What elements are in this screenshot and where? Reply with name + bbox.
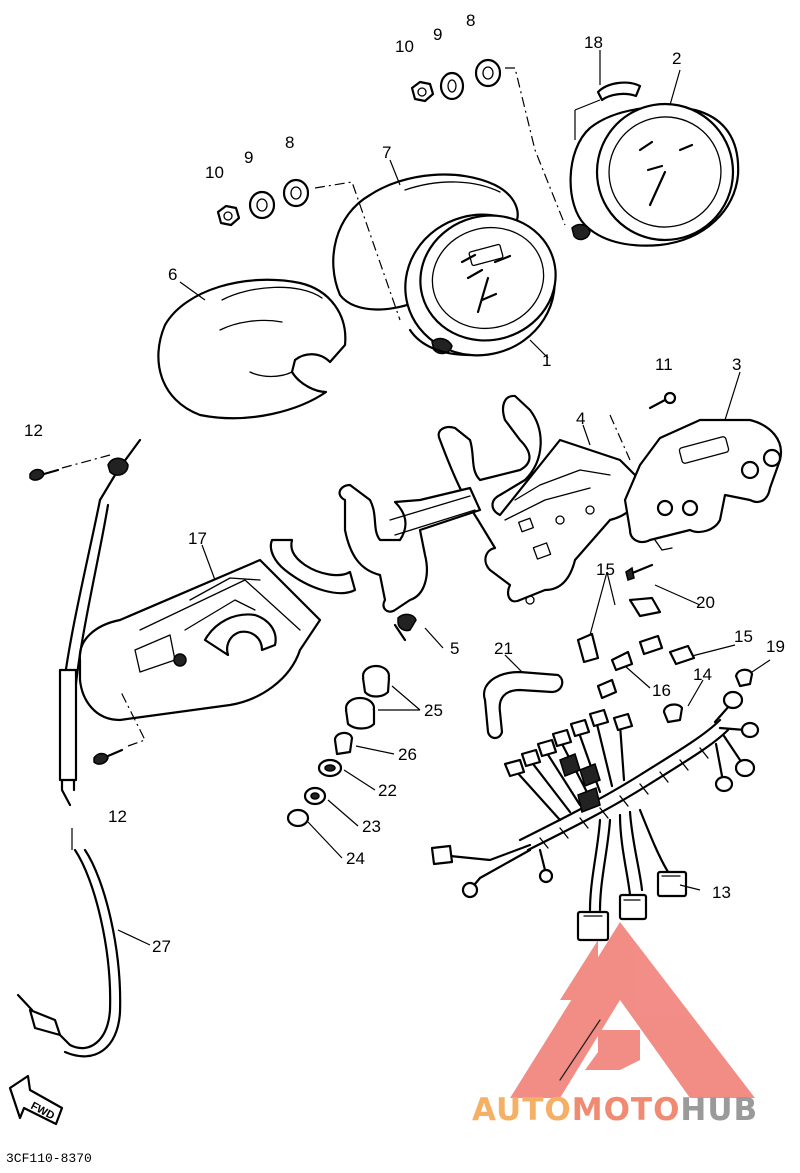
part-label: 19 <box>766 637 785 656</box>
washer-9-lower <box>248 190 276 220</box>
grommet-22 <box>317 758 343 778</box>
part-label: 21 <box>494 639 513 658</box>
part-label: 14 <box>693 665 712 684</box>
socket-16 <box>596 634 664 700</box>
nut-10-upper <box>410 80 435 103</box>
part-label: 22 <box>378 781 397 800</box>
socket-15-b <box>668 644 696 666</box>
part-label: 6 <box>168 265 177 284</box>
watermark-hub: HUB <box>680 1092 758 1128</box>
bulb-26 <box>333 731 354 756</box>
part-label: 13 <box>712 883 731 902</box>
part-label: 3 <box>732 355 741 374</box>
part-label: 17 <box>188 529 207 548</box>
part-label: 5 <box>450 639 459 658</box>
indicator-panel <box>623 418 783 551</box>
part-label: 27 <box>152 937 171 956</box>
part-label: 23 <box>362 817 381 836</box>
wire-harness <box>430 690 760 942</box>
socket-15-a <box>576 596 662 664</box>
part-label: 16 <box>652 681 671 700</box>
watermark-logo-icon <box>510 922 755 1098</box>
meter-housing-lower <box>78 558 322 722</box>
part-label: 2 <box>672 49 681 68</box>
bulb-socket-25-a <box>361 664 391 698</box>
fwd-arrow-icon <box>8 1074 64 1126</box>
part-label: 10 <box>205 163 224 182</box>
svg-text:AUTOMOTOHUB: AUTOMOTOHUB <box>472 1092 758 1128</box>
watermark-text: AUTOMOTOHUB <box>472 1092 758 1128</box>
part-label: 7 <box>382 143 391 162</box>
meter-stay <box>269 483 482 642</box>
part-label: 4 <box>576 409 585 428</box>
washer-8-upper <box>474 58 502 88</box>
part-label: 9 <box>433 25 442 44</box>
bulb-socket-25-b <box>344 696 376 730</box>
part-label: 10 <box>395 37 414 56</box>
bulb-19 <box>734 668 754 688</box>
part-label: 24 <box>346 849 365 868</box>
part-label: 8 <box>285 133 294 152</box>
part-label: 11 <box>655 355 673 374</box>
watermark-moto: MOTO <box>572 1092 681 1128</box>
screw-12-upper <box>29 454 111 481</box>
tachometer-gauge <box>569 102 740 247</box>
speedometer-cover <box>157 278 347 420</box>
part-label: 12 <box>108 807 127 826</box>
nut-10-lower <box>216 204 241 227</box>
screw-12-lower <box>93 689 146 765</box>
part-label: 15 <box>596 560 615 579</box>
washer-9-upper <box>439 71 465 101</box>
speedometer-cable <box>16 438 142 1058</box>
part-label: 25 <box>424 701 443 720</box>
speedometer-gauge <box>404 213 557 357</box>
part-label: 15 <box>734 627 753 646</box>
part-label: 9 <box>244 148 253 167</box>
washer-8-lower <box>282 178 310 208</box>
screw-11 <box>648 391 677 410</box>
grommet-24 <box>286 808 310 828</box>
part-label: 26 <box>398 745 417 764</box>
screw-20 <box>625 563 654 581</box>
part-label: 12 <box>24 421 43 440</box>
cover-18 <box>596 81 642 102</box>
part-label: 20 <box>696 593 715 612</box>
part-label: 8 <box>466 11 475 30</box>
cushion-21 <box>482 670 564 740</box>
grommet-23 <box>303 786 327 806</box>
part-label: 18 <box>584 33 603 52</box>
bulb-14 <box>662 703 684 724</box>
part-label: 1 <box>542 351 551 370</box>
meter-bracket <box>437 394 643 605</box>
diagram-code: 3CF110-8370 <box>6 1151 92 1166</box>
watermark-auto: AUTO <box>472 1092 572 1128</box>
